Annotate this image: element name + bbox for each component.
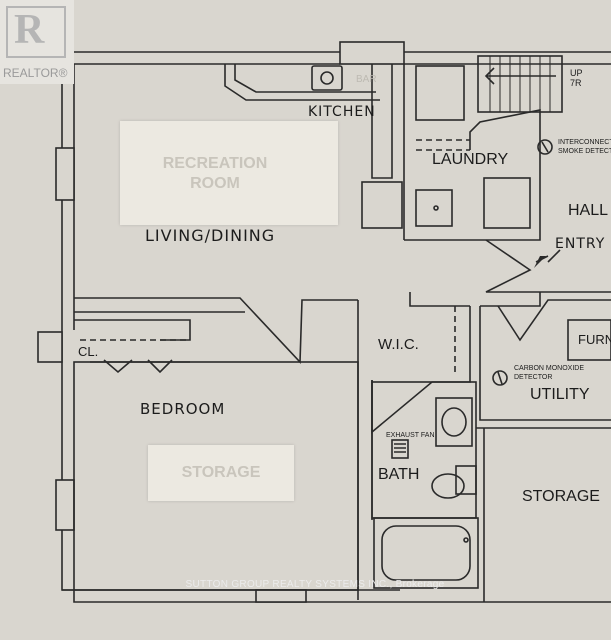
smoke-detector-note: INTERCONNECT SMOKE DETECT — [558, 139, 611, 155]
recreation-room-tape — [120, 121, 338, 225]
realtor-r-icon: R — [14, 7, 45, 53]
recreation-room-label: RECREATION ROOM — [162, 155, 268, 192]
storage-tape — [148, 445, 294, 501]
storage-tape-label: STORAGE — [181, 464, 261, 481]
brokerage-watermark: SUTTON GROUP REALTY SYSTEMS INC., Broker… — [185, 579, 445, 590]
exhaust-fan-note: EXHAUST FAN — [386, 432, 435, 439]
bath-label: BATH — [378, 466, 420, 483]
laundry-label: LAUNDRY — [432, 151, 509, 168]
wic-label: W.I.C. — [378, 336, 419, 353]
stairs-note: UP 7R — [570, 68, 583, 88]
co-detector-note: CARBON MONOXIDE DETECTOR — [514, 365, 585, 381]
kitchen-label: KITCHEN — [308, 104, 376, 120]
bedroom-label: BEDROOM — [140, 400, 226, 418]
closet-label: CL. — [78, 344, 99, 359]
furnace-label: FURN — [578, 332, 611, 347]
bar-label: BAR — [356, 74, 377, 85]
realtor-logo-box — [6, 6, 66, 58]
realtor-logo: R REALTOR® — [0, 0, 74, 84]
hall-label: HALL — [568, 202, 609, 219]
utility-label: UTILITY — [530, 386, 590, 403]
storage-label: STORAGE — [522, 488, 600, 505]
living-dining-label: LIVING/DINING — [145, 226, 276, 245]
entry-label: ENTRY — [555, 236, 606, 252]
realtor-logo-text: REALTOR® — [3, 66, 68, 80]
